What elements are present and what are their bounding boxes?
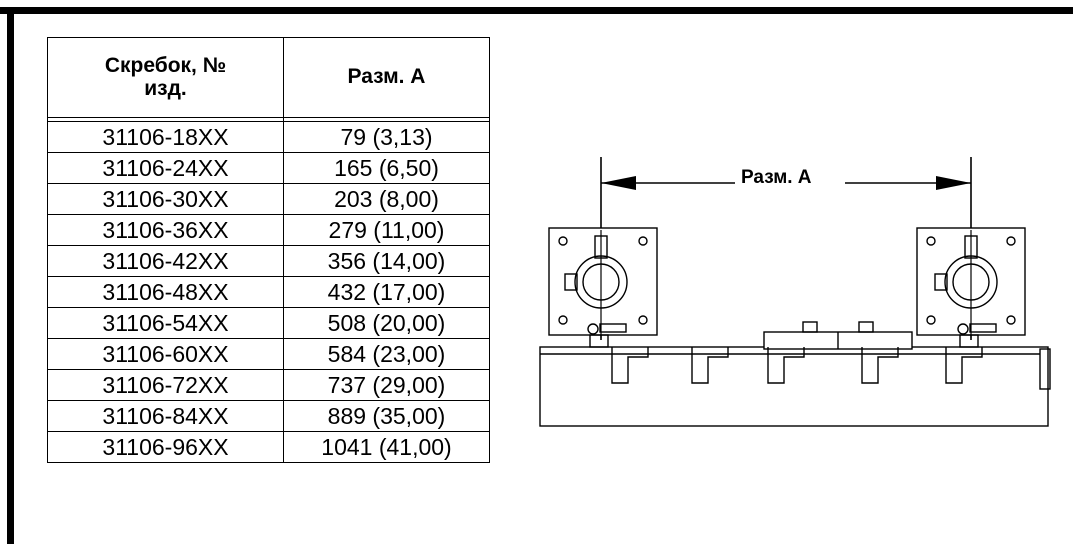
left-hub-side-bolt [564, 273, 578, 291]
right-clamp [969, 323, 997, 333]
hook-4 [861, 347, 899, 384]
scraper-part-number-cell: 31106-36XX [47, 214, 284, 246]
right-plate-hole [926, 236, 936, 246]
center-bolt-right [858, 321, 874, 333]
hook-3 [767, 347, 805, 384]
left-plate-hole [638, 315, 648, 325]
dimension-a-label: Разм. А [737, 167, 816, 189]
hook-2 [691, 347, 729, 384]
dimension-a-cell: 165 (6,50) [283, 152, 490, 184]
scraper-part-number-cell: 31106-42XX [47, 245, 284, 277]
scraper-part-number-cell: 31106-54XX [47, 307, 284, 339]
dimension-a-cell: 1041 (41,00) [283, 431, 490, 463]
left-plate-hole [558, 236, 568, 246]
mounting-bar [539, 346, 1049, 427]
scraper-part-number-cell: 31106-96XX [47, 431, 284, 463]
left-pin [587, 323, 599, 335]
dimension-arrow-left [601, 176, 636, 190]
dimension-a-cell: 432 (17,00) [283, 276, 490, 308]
right-post [959, 334, 979, 348]
right-hub-side-bolt [934, 273, 948, 291]
dimension-a-cell: 203 (8,00) [283, 183, 490, 215]
scraper-part-number-cell: 31106-18XX [47, 121, 284, 153]
page-frame-left [7, 7, 14, 544]
header-dimension-a: Разм. А [283, 37, 490, 118]
center-bolt-left [802, 321, 818, 333]
right-plate-hole [926, 315, 936, 325]
dimension-a-cell: 737 (29,00) [283, 369, 490, 401]
hook-1 [611, 347, 649, 384]
scraper-part-number-cell: 31106-60XX [47, 338, 284, 370]
scraper-part-number-cell: 31106-48XX [47, 276, 284, 308]
scraper-part-number-cell: 31106-30XX [47, 183, 284, 215]
right-plate-hole [1006, 236, 1016, 246]
scraper-part-number-cell: 31106-72XX [47, 369, 284, 401]
bar-end-cap [1039, 348, 1051, 390]
left-post [589, 334, 609, 348]
page-frame-top [0, 7, 1073, 14]
left-clamp [599, 323, 627, 333]
right-plate-hole [1006, 315, 1016, 325]
hook-5 [945, 347, 983, 384]
left-plate-hole [638, 236, 648, 246]
dimension-a-cell: 508 (20,00) [283, 307, 490, 339]
left-mount-plate [548, 227, 658, 336]
right-pin [957, 323, 969, 335]
dimension-arrow-right [936, 176, 971, 190]
scraper-part-number-cell: 31106-84XX [47, 400, 284, 432]
left-plate-hole [558, 315, 568, 325]
